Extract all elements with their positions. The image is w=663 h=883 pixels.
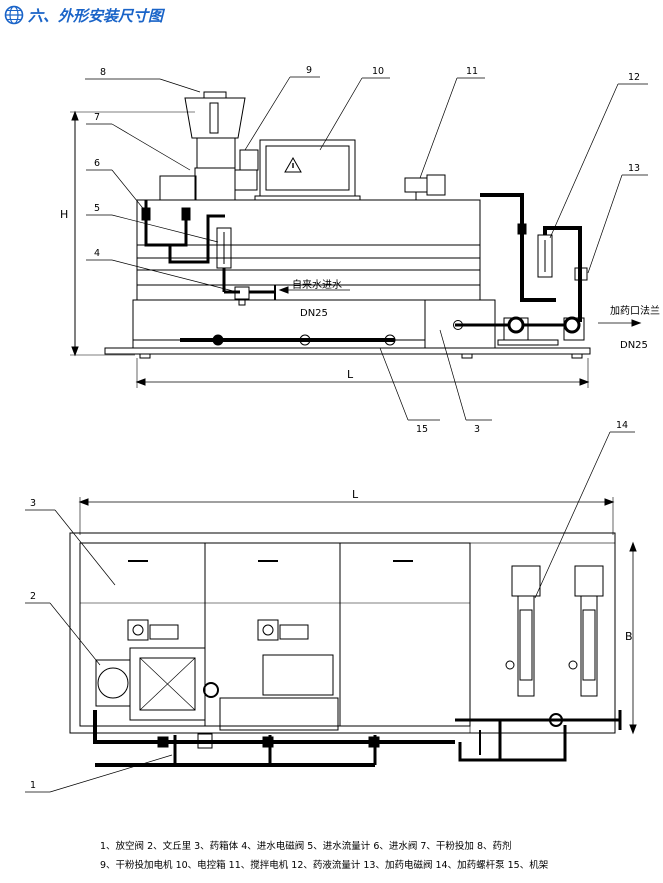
callout-12: 12: [628, 72, 640, 83]
callout-2: 2: [30, 591, 36, 602]
plan-view: L: [25, 420, 637, 793]
callout-13: 13: [628, 163, 640, 174]
callout-3: 3: [474, 424, 480, 435]
page-title: 六、外形安装尺寸图: [28, 6, 164, 25]
globe-icon: [4, 5, 24, 25]
dim-h-label: H: [60, 208, 68, 221]
callout-5: 5: [94, 203, 100, 214]
front-elevation: H: [60, 65, 660, 435]
dim-l-top-label: L: [347, 368, 354, 381]
legend-line-1: 1、放空阀 2、文丘里 3、药箱体 4、进水电磁阀 5、进水流量计 6、进水阀 …: [100, 841, 512, 852]
callout-3-plan: 3: [30, 498, 36, 509]
dim-b-label: B: [625, 630, 633, 643]
outlet-dn-label: DN25: [620, 340, 648, 351]
callout-10: 10: [372, 66, 384, 77]
callout-6: 6: [94, 158, 100, 169]
callout-4: 4: [94, 248, 100, 259]
inlet-dn-label: DN25: [300, 308, 328, 319]
callout-14: 14: [616, 420, 628, 431]
callout-7: 7: [94, 112, 100, 123]
outlet-label: 加药口法兰: [610, 304, 660, 317]
legend-line-2: 9、干粉投加电机 10、电控箱 11、搅拌电机 12、药液流量计 13、加药电磁…: [100, 860, 549, 871]
callout-9: 9: [306, 65, 312, 76]
section-header: 六、外形安装尺寸图: [4, 4, 163, 26]
callout-15: 15: [416, 424, 428, 435]
dim-l-bottom-label: L: [352, 488, 359, 501]
callout-11: 11: [466, 66, 478, 77]
callout-8: 8: [100, 67, 106, 78]
callout-1: 1: [30, 780, 36, 791]
inlet-label: 自来水进水: [292, 278, 342, 291]
